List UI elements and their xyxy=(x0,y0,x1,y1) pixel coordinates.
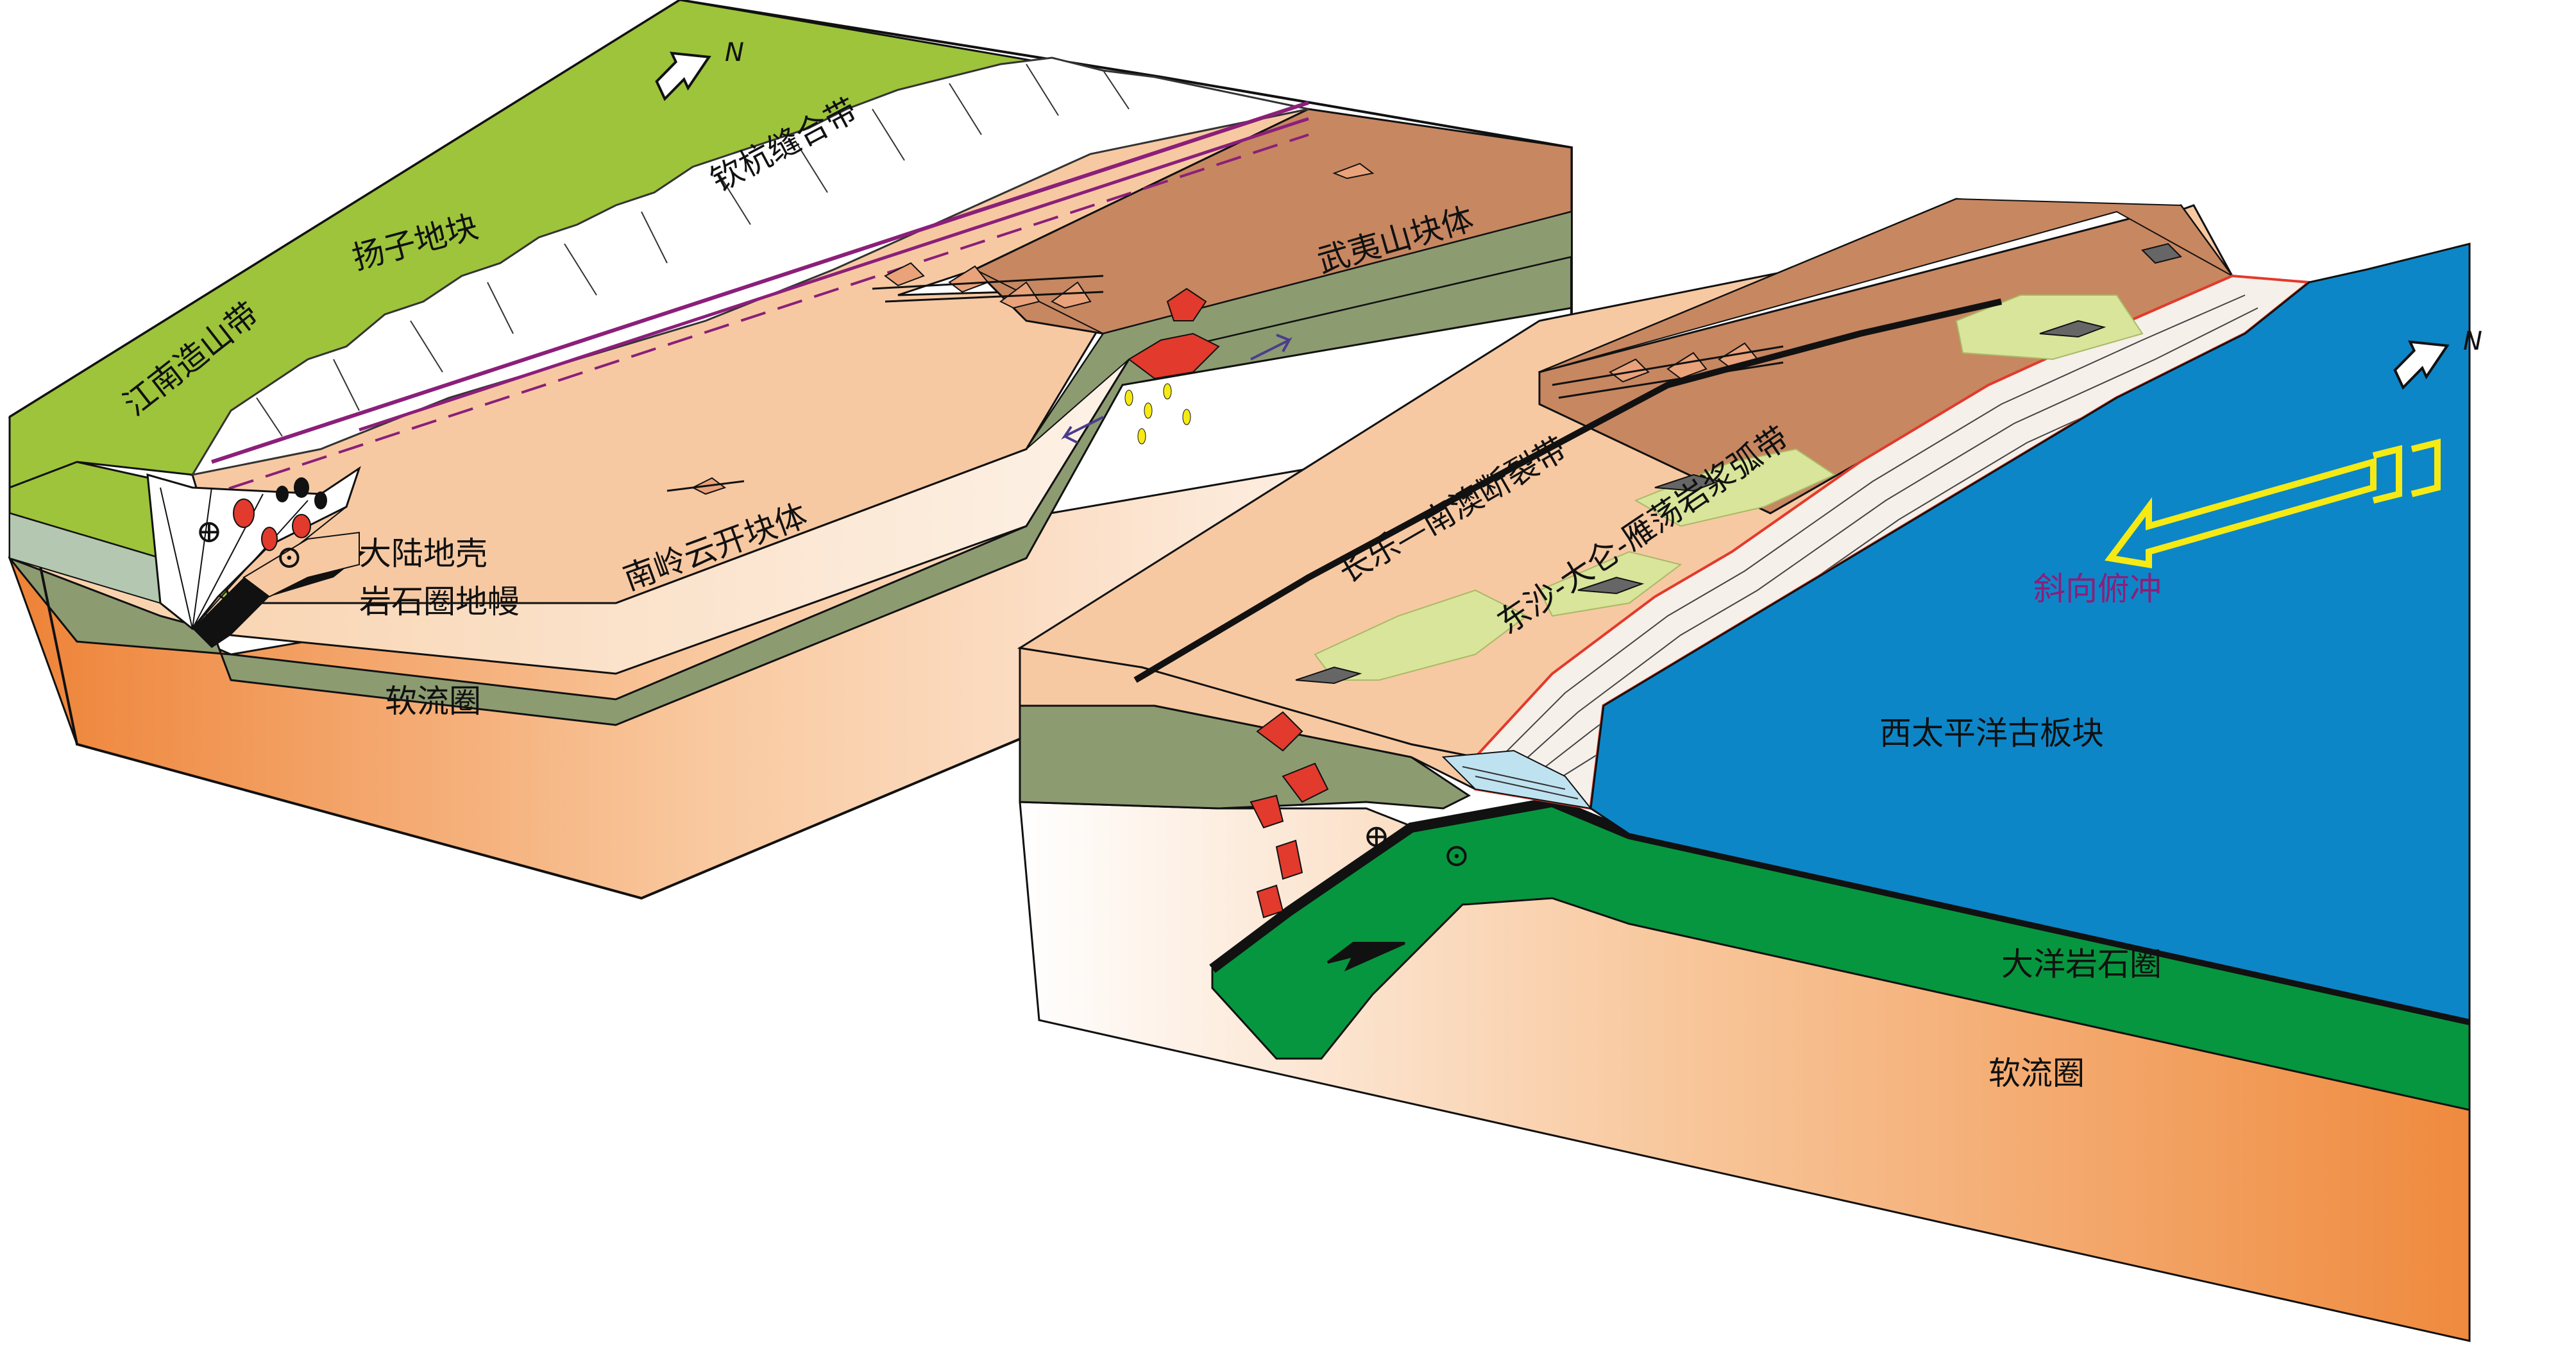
label-oceanic-lithosphere: 大洋岩石圈 xyxy=(2001,946,2162,983)
label-lithospheric-mantle: 岩石圈地幔 xyxy=(359,583,520,620)
north-arrow-left: N xyxy=(655,38,744,101)
extension-arrows xyxy=(1061,334,1292,444)
out-of-page-symbol-left: ⊙ xyxy=(276,538,303,575)
rift-basins xyxy=(691,162,1375,495)
margin-sediment-wedge xyxy=(1441,749,1593,810)
north-label-left: N xyxy=(725,38,744,67)
left-block: N ⊕ ⊙ 江南造山带 扬子地块 钦杭缝合带 武夷山块体 华南腹地裂谷带 南岭云… xyxy=(8,0,1621,900)
jiangnan-fan-lines xyxy=(160,487,347,629)
rift-magma-droplets xyxy=(1124,383,1191,445)
jiangnan-black-bodies xyxy=(276,477,327,509)
label-asthenosphere-right: 软流圈 xyxy=(1988,1055,2085,1092)
changle-nanao-fault xyxy=(1133,298,2003,683)
qinhang-suture-line-1 xyxy=(211,101,1309,464)
ocean-surface xyxy=(1589,243,2471,1021)
slab-direction-arrow xyxy=(1326,942,1405,972)
oblique-subduction-arrow xyxy=(2105,438,2441,568)
right-rift-fault-lines xyxy=(1552,345,1784,399)
north-label-right: N xyxy=(2463,327,2482,356)
right-block: N ⊕ ⊙ 长乐—南澳断裂带 东沙-大仑-雁荡岩浆弧带 斜向俯冲 西太平洋古板块… xyxy=(1017,198,2482,1342)
label-oblique-subduction: 斜向俯冲 xyxy=(2033,570,2162,608)
jiangnan-slab-peach xyxy=(242,531,360,598)
rift-fault-lines xyxy=(666,275,1104,492)
rift-magma xyxy=(1128,287,1220,380)
label-continental-crust: 大陆地壳 xyxy=(359,535,487,572)
label-asthenosphere-left: 软流圈 xyxy=(385,683,481,720)
into-page-symbol-right: ⊕ xyxy=(1363,817,1390,855)
mountain-ridges xyxy=(256,64,1130,437)
into-page-symbol-left: ⊕ xyxy=(196,513,223,550)
label-west-pacific: 西太平洋古板块 xyxy=(1879,715,2104,752)
right-brown-top xyxy=(1539,198,2233,373)
qinhang-suture-dashes xyxy=(192,133,1309,502)
magmatic-arc-blobs xyxy=(1314,294,2144,681)
out-of-page-symbol-right: ⊙ xyxy=(1443,837,1470,874)
qinhang-mountains xyxy=(190,56,1309,477)
qinhang-suture-line-2 xyxy=(359,117,1309,432)
north-arrow-right: N xyxy=(2393,327,2482,390)
margin-magma xyxy=(1250,711,1329,919)
jiangnan-intrusions xyxy=(233,499,311,551)
arc-volcanoes xyxy=(1295,243,2182,685)
